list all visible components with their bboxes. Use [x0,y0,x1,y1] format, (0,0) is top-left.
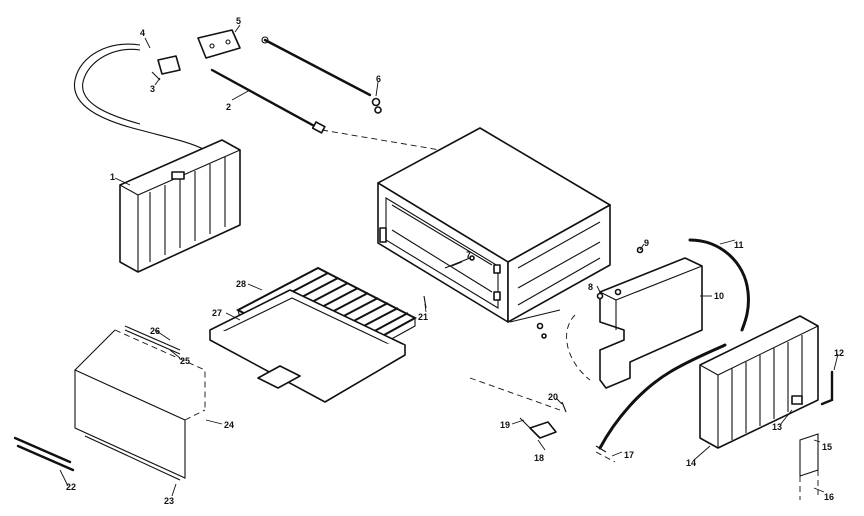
callout-4: 4 [140,28,145,38]
left-side-panel [119,139,241,273]
callout-6: 6 [376,74,381,84]
callout-1: 1 [110,172,115,182]
callout-23: 23 [164,496,174,506]
screw-20 [561,401,567,413]
callout-26: 26 [150,326,160,336]
callout-9: 9 [644,238,649,248]
door-handle [13,436,75,472]
right-cord-11 [688,238,750,332]
callout-14: 14 [686,458,696,468]
leader-lines [59,24,839,497]
handle-12 [820,370,834,406]
power-cord-coil [73,43,206,151]
wire-end-17 [595,445,616,463]
nut-6 [371,97,382,114]
drip-pan [209,289,406,403]
callout-28: 28 [236,279,246,289]
callout-24: 24 [224,420,234,430]
callout-5: 5 [236,16,241,26]
callout-10: 10 [714,291,724,301]
thermostat-wire [598,343,727,450]
switch-18 [519,417,557,439]
callout-3: 3 [150,84,155,94]
door-top-strip [124,325,181,355]
callout-25: 25 [180,356,190,366]
callout-13: 13 [772,422,782,432]
clip-3 [151,55,181,81]
callout-12: 12 [834,348,844,358]
control-panel-insulation [599,257,703,389]
door-glass [74,329,206,481]
upper-rod [261,36,372,97]
bracket-5 [197,29,241,59]
callout-17: 17 [624,450,634,460]
callout-2: 2 [226,102,231,112]
callout-11: 11 [734,240,744,250]
element-bracket-7 [444,255,475,269]
callout-8: 8 [588,282,593,292]
callout-20: 20 [548,392,558,402]
callout-27: 27 [212,308,222,318]
callout-18: 18 [534,453,544,463]
callout-22: 22 [66,482,76,492]
callout-16: 16 [824,492,834,502]
callout-21: 21 [418,312,428,322]
callout-numbers: 1 2 3 4 5 6 7 8 9 10 11 12 13 14 15 16 1… [66,16,844,506]
oven-cabinet [377,127,611,323]
screws-8 [536,246,644,339]
right-side-panel [699,315,819,449]
callout-15: 15 [822,442,832,452]
bracket-15-16 [799,433,819,500]
callout-7: 7 [466,250,471,260]
callout-19: 19 [500,420,510,430]
